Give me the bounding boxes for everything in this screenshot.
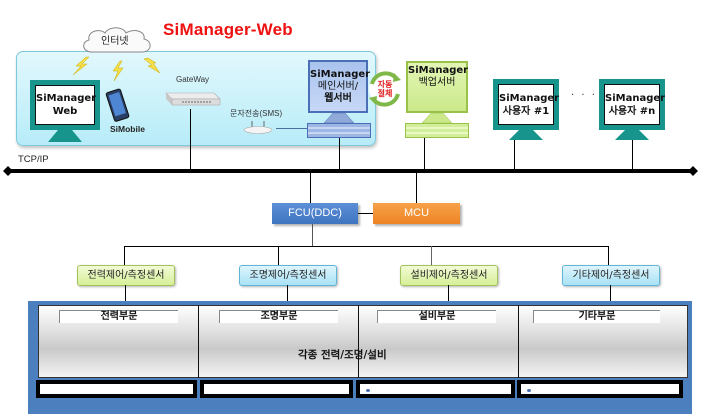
dept-drop-line [287, 285, 288, 301]
status-dot-icon [527, 389, 531, 392]
mcu-bus-line [416, 173, 417, 203]
dept-drop-line [610, 285, 611, 301]
tcpip-bus [8, 169, 692, 173]
bus-end-diamond-icon [688, 166, 698, 176]
sms-label: 문자전송(SMS) [230, 109, 283, 118]
sensor-other: 기타제어/측정센서 [562, 265, 660, 286]
equipment-slot [356, 380, 515, 398]
dept-column [359, 305, 519, 378]
backup-server-monitor: SiManager 백업서버 [406, 61, 468, 113]
fcu-controller: FCU(DDC) [272, 203, 358, 224]
main-server-monitor: SiManager 메인서버/ 웹서버 [308, 60, 371, 113]
backup-server-stand-icon [421, 113, 453, 123]
backup-server-base [405, 123, 469, 138]
user1-bus-line [514, 140, 515, 170]
dept-drop-line [448, 285, 449, 301]
dept-drop-line [125, 285, 126, 301]
web-client-line2: Web [52, 106, 78, 117]
lightning-icon [72, 56, 90, 76]
internet-cloud-icon [83, 27, 151, 53]
mcu-controller: MCU [373, 203, 460, 224]
mobile-label: SiMobile [110, 124, 145, 134]
dept-column [38, 305, 199, 378]
dept-power-label: 전력부문 [59, 310, 178, 323]
backup-server-line2: 백업서버 [418, 77, 456, 88]
user1-line1: SiManager [499, 92, 560, 104]
sensor-branch-line [124, 246, 609, 247]
dept-column [199, 305, 359, 378]
gateway-router-icon [165, 92, 221, 106]
user1-line2: 사용자 #1 [502, 105, 550, 117]
fcu-mcu-link [358, 213, 373, 214]
backup-server-bus-line [424, 138, 425, 170]
usern-screen: SiManager 사용자 #n [604, 84, 666, 125]
backup-server-line1: SiManager [408, 65, 469, 76]
usern-bus-line [632, 140, 633, 170]
fcu-bus-line [310, 173, 311, 203]
users-ellipsis: · · · [571, 90, 597, 101]
failover-line1: 자동 [377, 80, 393, 89]
equipment-slot [36, 380, 197, 398]
sensor-drop-line [124, 246, 125, 265]
main-server-line1: SiManager [310, 68, 371, 80]
main-server-base [307, 123, 371, 138]
equipment-slot [517, 380, 683, 398]
main-server-line3: 웹서버 [324, 92, 352, 104]
dept-lighting-label: 조명부문 [219, 310, 338, 323]
failover-line2: 절체 [377, 89, 393, 98]
sensor-drop-line [431, 246, 432, 265]
sensor-facility: 설비제어/측정센서 [400, 265, 498, 286]
lightning-icon [112, 60, 124, 82]
main-server-line2: 메인서버/ [317, 80, 359, 92]
status-dot-icon [366, 389, 370, 392]
gateway-bus-line [190, 109, 191, 170]
failover-cycle-icon [369, 71, 401, 107]
monitor-stand-icon [509, 130, 543, 140]
web-client-screen: SiManager Web [35, 85, 97, 125]
sensor-lighting: 조명제어/측정센서 [239, 265, 337, 286]
main-server-stand-icon [323, 113, 355, 123]
monitor-stand-icon [48, 130, 82, 142]
web-client-line1: SiManager [36, 93, 97, 104]
equipment-label: 각종 전력/조명/설비 [298, 349, 387, 361]
equipment-slot [200, 380, 353, 398]
user1-screen: SiManager 사용자 #1 [498, 84, 560, 125]
usern-line1: SiManager [605, 92, 666, 104]
dept-other-label: 기타부문 [533, 310, 660, 323]
network-label: TCP/IP [18, 154, 49, 165]
sensor-drop-line [278, 246, 279, 265]
sensor-drop-line [608, 246, 609, 265]
monitor-stand-icon [615, 130, 649, 140]
sms-modem-icon [243, 121, 273, 134]
main-server-bus-line [339, 138, 340, 170]
bus-end-diamond-icon [3, 166, 13, 176]
lightning-icon [143, 57, 161, 74]
diagram-title: SiManager-Web [163, 20, 293, 39]
dept-facility-label: 설비부문 [377, 310, 496, 323]
usern-line2: 사용자 #n [608, 105, 656, 117]
sms-connector-line [276, 128, 308, 129]
gateway-label: GateWay [176, 75, 210, 84]
failover-label: 자동 절체 [377, 80, 393, 98]
sensor-power: 전력제어/측정센서 [77, 265, 175, 286]
internet-label: 인터넷 [101, 36, 129, 47]
fcu-tree-line [312, 224, 313, 246]
smartphone-icon [105, 88, 130, 122]
